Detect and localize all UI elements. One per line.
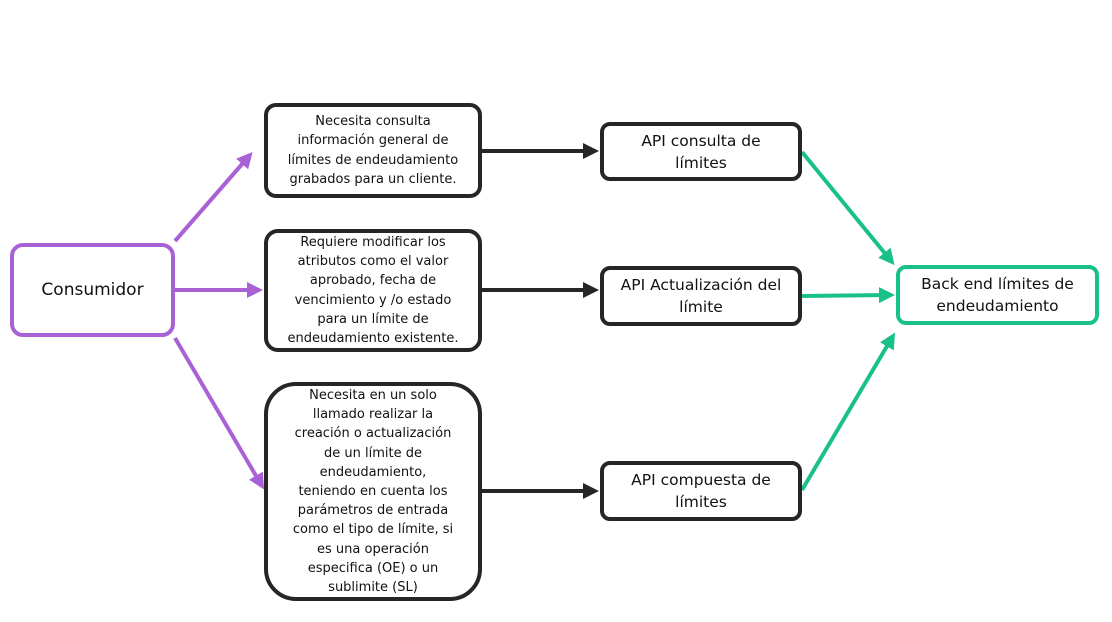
edge-consumer-to-need-compound [173,336,265,490]
edge-api-update-to-backend [801,287,895,304]
api-query-label: API consulta de límites [641,131,761,172]
api-compound-node: API compuesta de límites [600,461,802,521]
edge-api-compound-to-backend [800,332,896,492]
api-compound-label: API compuesta de límites [631,471,771,511]
need-query-node: Necesita consulta información general de… [264,103,482,198]
need-update-node: Requiere modificar los atributos como el… [264,229,482,352]
consumer-label: Consumidor [41,280,144,300]
need-compound-node: Necesita en un solo llamado realizar la … [264,382,482,601]
api-query-node: API consulta de límites [600,122,802,181]
edge-api-query-to-backend [800,150,895,266]
api-update-label: API Actualización del límite [620,276,782,316]
need-compound-label: Necesita en un solo llamado realizar la … [292,387,454,595]
backend-node: Back end límites de endeudamiento [896,265,1099,325]
backend-label: Back end límites de endeudamiento [921,275,1074,315]
need-update-label: Requiere modificar los atributos como el… [287,234,459,346]
api-update-node: API Actualización del límite [600,266,802,326]
edge-consumer-to-need-query [173,151,253,243]
consumer-node: Consumidor [10,243,175,337]
need-query-label: Necesita consulta información general de… [287,114,459,187]
